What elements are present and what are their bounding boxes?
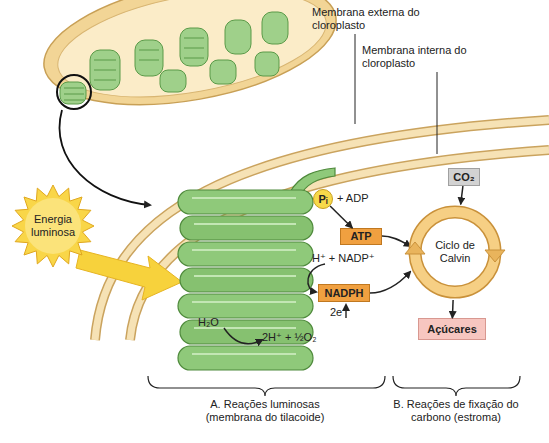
phosphate-circle: Pᵢ bbox=[313, 189, 333, 209]
node-text: Energia luminosa bbox=[25, 213, 81, 238]
co2-box: CO₂ bbox=[448, 168, 480, 186]
node-text: Açúcares bbox=[427, 323, 477, 336]
calvin-cycle: Ciclo de Calvin bbox=[407, 204, 503, 300]
flow-arrow bbox=[461, 186, 463, 204]
section-label: B. Reações de fixação do carbono (estrom… bbox=[392, 398, 520, 424]
light-source: Energia luminosa bbox=[12, 186, 94, 266]
section-label: A. Reações luminosas (membrana do tilaco… bbox=[190, 398, 340, 424]
membrane-label: Membrana externa do cloroplasto bbox=[312, 6, 424, 32]
node-text: Ciclo de Calvin bbox=[427, 239, 483, 264]
reactant-label: H⁺ + NADP⁺ bbox=[312, 252, 402, 265]
node-text: CO₂ bbox=[453, 171, 474, 184]
reaction-arrows bbox=[224, 236, 410, 344]
flow-arrow bbox=[330, 206, 352, 228]
node-text: ATP bbox=[350, 230, 371, 243]
sugar-box: Açúcares bbox=[418, 318, 486, 340]
chloroplast-membranes bbox=[95, 120, 549, 340]
membrane-label: Membrana interna do cloroplasto bbox=[362, 44, 480, 70]
node-text: Pᵢ bbox=[319, 193, 328, 206]
reactant-label: + ADP bbox=[337, 192, 387, 205]
nadph-box: NADPH bbox=[318, 284, 370, 302]
flow-arrow bbox=[452, 300, 454, 318]
chloroplast bbox=[34, 0, 346, 205]
node-text: NADPH bbox=[324, 287, 363, 300]
product-label: 2H⁺ + ½O₂ bbox=[262, 331, 352, 344]
atp-box: ATP bbox=[340, 228, 382, 245]
reactant-label: H₂O bbox=[198, 316, 238, 329]
electron-label: 2e⁻ bbox=[330, 306, 360, 319]
light-arrow bbox=[76, 250, 182, 300]
section-brackets bbox=[148, 376, 520, 396]
